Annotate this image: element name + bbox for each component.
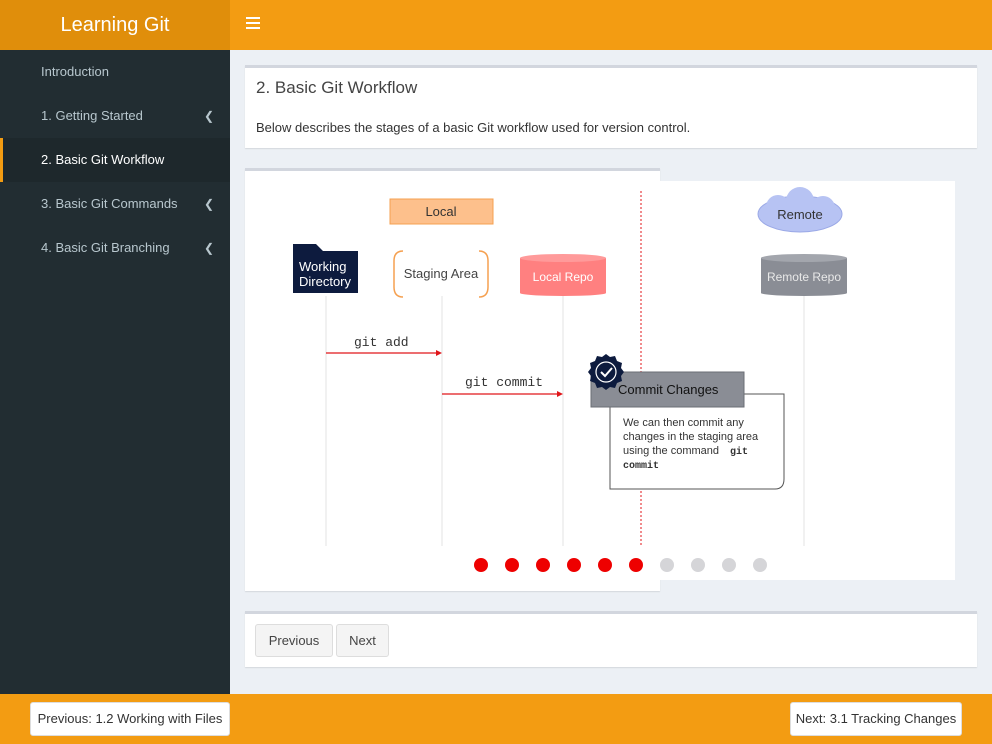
verified-badge-icon [588, 354, 624, 390]
local-repo-label: Local Repo [533, 270, 594, 284]
pagination-dot[interactable] [505, 558, 519, 572]
workflow-slide: Local Remote Working Directory Staging A… [245, 181, 955, 580]
folder-icon [293, 244, 358, 293]
git-add-label: git add [354, 335, 409, 350]
local-repo-cylinder-icon [520, 254, 606, 296]
staging-area-brackets [393, 250, 489, 298]
page-description: Below describes the stages of a basic Gi… [256, 120, 691, 135]
chevron-left-icon: ❮ [203, 241, 214, 255]
pagination-dot[interactable] [474, 558, 488, 572]
git-add-arrowhead [436, 350, 442, 356]
callout-line-2: changes in the staging area [623, 431, 759, 443]
pagination-dot[interactable] [691, 558, 705, 572]
chevron-left-icon: ❮ [203, 109, 214, 123]
sidebar: Introduction 1. Getting Started ❮ 2. Bas… [0, 50, 230, 694]
sidebar-item-label: 3. Basic Git Commands [41, 196, 178, 211]
callout-line-3: using the command [623, 445, 719, 457]
sidebar-item-label: 2. Basic Git Workflow [41, 152, 165, 167]
pagination-dot[interactable] [660, 558, 674, 572]
remote-cloud-icon [757, 187, 843, 233]
slide-pagination[interactable] [474, 558, 767, 572]
callout-line-1: We can then commit any [623, 417, 744, 429]
sidebar-item-basic-git-branching[interactable]: 4. Basic Git Branching ❮ [0, 226, 230, 270]
git-commit-arrowhead [557, 391, 563, 397]
next-page-button[interactable]: Next: 3.1 Tracking Changes [790, 702, 962, 736]
callout-header [590, 371, 745, 408]
git-commit-label: git commit [465, 375, 543, 390]
remote-repo-cylinder-icon [761, 254, 847, 296]
sidebar-toggle-icon[interactable] [246, 17, 260, 31]
nav-box: Previous Next [245, 611, 977, 667]
chevron-left-icon: ❮ [203, 197, 214, 211]
app-logo[interactable]: Learning Git [0, 0, 230, 50]
sidebar-item-introduction[interactable]: Introduction [0, 50, 230, 94]
working-directory-label-1: Working [299, 259, 346, 274]
previous-button[interactable]: Previous [255, 624, 333, 657]
local-label: Local [425, 204, 456, 219]
pagination-dot[interactable] [598, 558, 612, 572]
working-directory-label-2: Directory [299, 274, 352, 289]
local-label-box [389, 198, 494, 225]
pagination-dot[interactable] [629, 558, 643, 572]
callout-code-1: git [730, 446, 748, 458]
previous-page-button[interactable]: Previous: 1.2 Working with Files [30, 702, 230, 736]
callout-body [609, 393, 785, 490]
sidebar-item-getting-started[interactable]: 1. Getting Started ❮ [0, 94, 230, 138]
pagination-dot[interactable] [753, 558, 767, 572]
remote-label: Remote [777, 207, 823, 222]
pagination-dot[interactable] [722, 558, 736, 572]
callout-title: Commit Changes [618, 382, 719, 397]
workflow-diagram: Local Remote Working Directory Staging A… [293, 187, 847, 572]
top-header: Learning Git [0, 0, 992, 50]
callout-code-2: commit [623, 460, 659, 472]
intro-box: 2. Basic Git Workflow Below describes th… [245, 65, 977, 148]
staging-area-label: Staging Area [404, 266, 479, 281]
page-title: 2. Basic Git Workflow [256, 78, 418, 97]
remote-repo-label: Remote Repo [767, 270, 841, 284]
sidebar-item-label: 4. Basic Git Branching [41, 240, 170, 255]
sidebar-item-basic-git-workflow[interactable]: 2. Basic Git Workflow [0, 138, 230, 182]
footer: Previous: 1.2 Working with Files Next: 3… [0, 694, 992, 744]
next-button[interactable]: Next [336, 624, 389, 657]
sidebar-item-label: Introduction [41, 64, 109, 79]
sidebar-item-label: 1. Getting Started [41, 108, 143, 123]
pagination-dot[interactable] [536, 558, 550, 572]
sidebar-item-basic-git-commands[interactable]: 3. Basic Git Commands ❮ [0, 182, 230, 226]
pagination-dot[interactable] [567, 558, 581, 572]
